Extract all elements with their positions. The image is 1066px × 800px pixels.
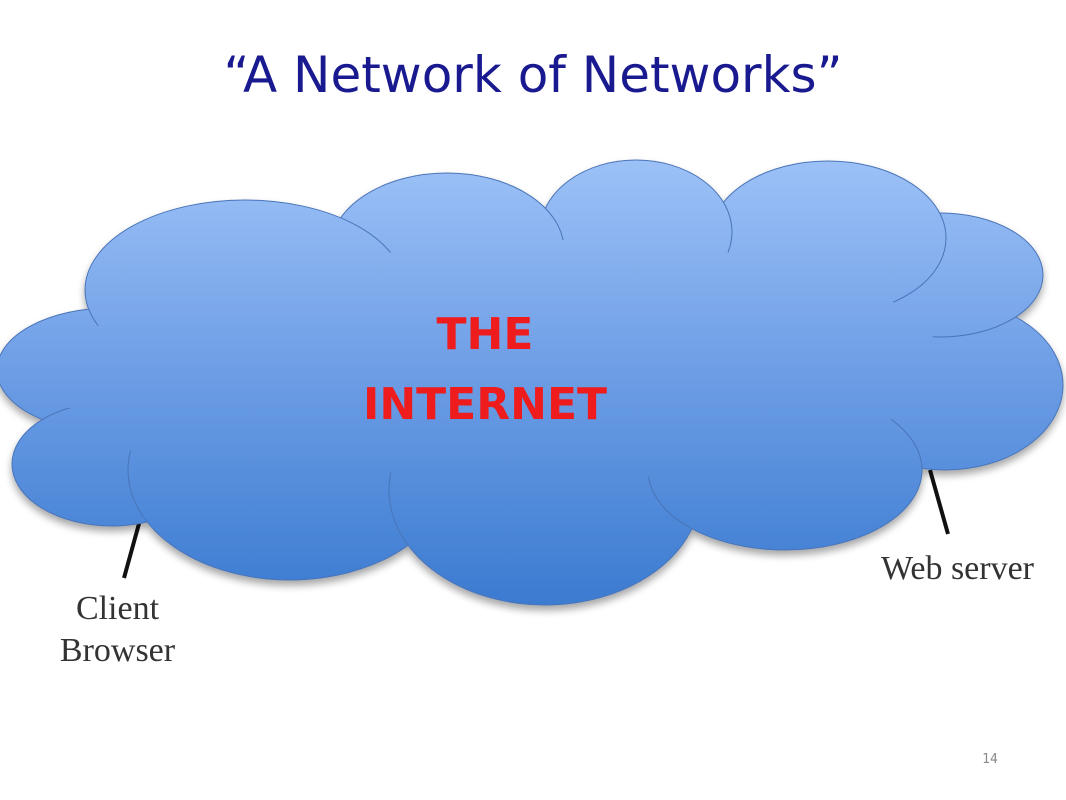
- page-number: 14: [982, 752, 998, 767]
- client-connector-line: [122, 519, 142, 579]
- client-browser-label: Client Browser: [30, 588, 205, 672]
- server-connector-line: [928, 469, 950, 535]
- internet-label-line2: INTERNET: [362, 379, 608, 430]
- internet-label-line1: THE: [436, 309, 534, 360]
- internet-cloud: [0, 159, 1064, 606]
- internet-label: THE INTERNET: [305, 300, 665, 440]
- slide-title: “A Network of Networks”: [223, 46, 843, 104]
- cloud-core: [60, 280, 540, 480]
- client-label-line2: Browser: [59, 632, 176, 669]
- web-server-label: Web server: [880, 550, 1035, 587]
- client-label-line1: Client: [75, 590, 160, 627]
